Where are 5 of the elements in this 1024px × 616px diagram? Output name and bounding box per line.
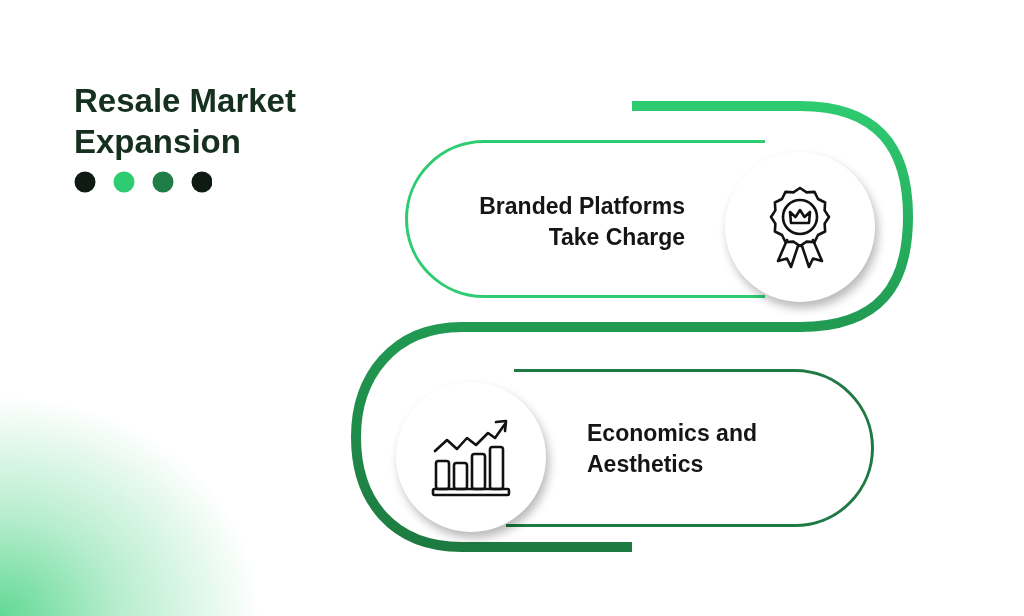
connector-line	[351, 101, 913, 552]
step-label: Branded Platforms Take Charge	[478, 192, 685, 252]
step-band	[396, 369, 874, 533]
step-label: Economics and Aesthetics	[587, 419, 758, 479]
title: Resale Market Expansion	[74, 81, 297, 162]
